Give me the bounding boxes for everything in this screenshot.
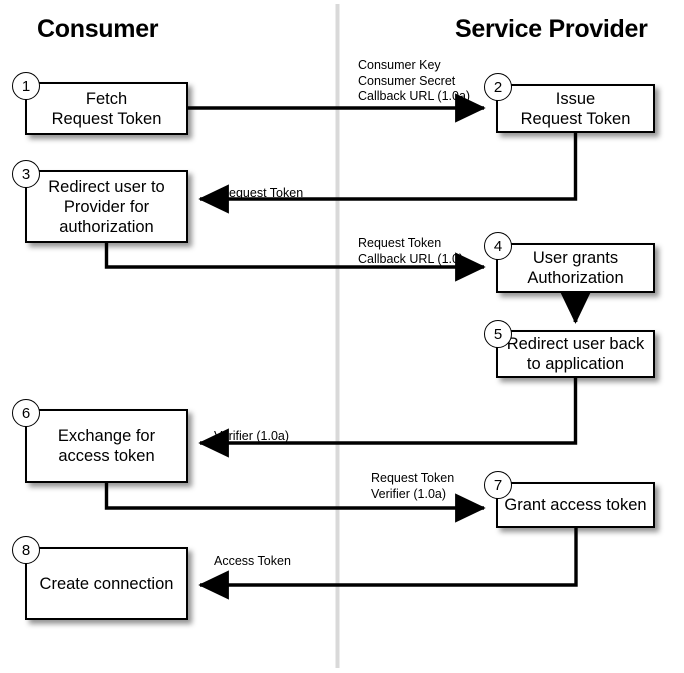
step-badge-5: 5 <box>484 320 512 348</box>
step-badge-3-number: 3 <box>21 165 31 183</box>
step-box-7-label: Grant access token <box>504 496 647 514</box>
step-badge-2-number: 2 <box>493 78 503 96</box>
connector-5-to-6 <box>198 378 578 458</box>
connector-2-to-3 <box>198 133 578 214</box>
step-badge-4: 4 <box>484 232 512 260</box>
step-box-3-label: Redirect user to Provider for authorizat… <box>48 177 165 236</box>
step-box-1[interactable]: Fetch Request Token <box>25 82 188 135</box>
step-box-2[interactable]: Issue Request Token <box>496 84 655 133</box>
step-box-8-label: Create connection <box>39 574 174 593</box>
connector-3-to-4 <box>104 243 486 282</box>
column-title-consumer: Consumer <box>37 15 159 43</box>
step-badge-8-number: 8 <box>21 541 31 559</box>
step-box-2-label: Issue Request Token <box>520 89 631 128</box>
step-badge-7: 7 <box>484 471 512 499</box>
edge-label-6-to-7: Request Token Verifier (1.0a) <box>371 471 455 501</box>
connector-6-to-7 <box>104 483 486 523</box>
step-box-4[interactable]: User grants Authorization <box>496 243 655 293</box>
step-box-6-label: Exchange for access token <box>57 427 156 465</box>
step-badge-6-number: 6 <box>21 404 31 422</box>
step-box-5-label: Redirect user back to application <box>506 335 645 373</box>
step-badge-1-number: 1 <box>21 77 31 95</box>
step-box-7[interactable]: Grant access token <box>496 482 655 528</box>
step-badge-8: 8 <box>12 536 40 564</box>
edge-label-7-to-8: Access Token <box>214 554 291 568</box>
step-box-6[interactable]: Exchange for access token <box>25 409 188 483</box>
step-box-1-label: Fetch Request Token <box>51 89 162 128</box>
step-badge-1: 1 <box>12 72 40 100</box>
step-box-5[interactable]: Redirect user back to application <box>496 330 655 378</box>
column-title-provider: Service Provider <box>455 15 648 43</box>
step-box-3[interactable]: Redirect user to Provider for authorizat… <box>25 170 188 243</box>
step-badge-2: 2 <box>484 73 512 101</box>
step-badge-3: 3 <box>12 160 40 188</box>
edge-label-5-to-6: Verifier (1.0a) <box>214 429 290 443</box>
step-badge-4-number: 4 <box>493 237 503 255</box>
edge-label-3-to-4: Request Token Callback URL (1.0) <box>358 236 464 266</box>
connector-7-to-8 <box>198 528 578 600</box>
step-box-4-label: User grants Authorization <box>527 249 624 287</box>
step-badge-5-number: 5 <box>493 325 503 343</box>
step-box-8[interactable]: Create connection <box>25 547 188 620</box>
edge-label-1-to-2: Consumer Key Consumer Secret Callback UR… <box>358 58 471 103</box>
step-badge-6: 6 <box>12 399 40 427</box>
edge-label-2-to-3: Request Token <box>220 186 304 200</box>
step-badge-7-number: 7 <box>493 476 503 494</box>
